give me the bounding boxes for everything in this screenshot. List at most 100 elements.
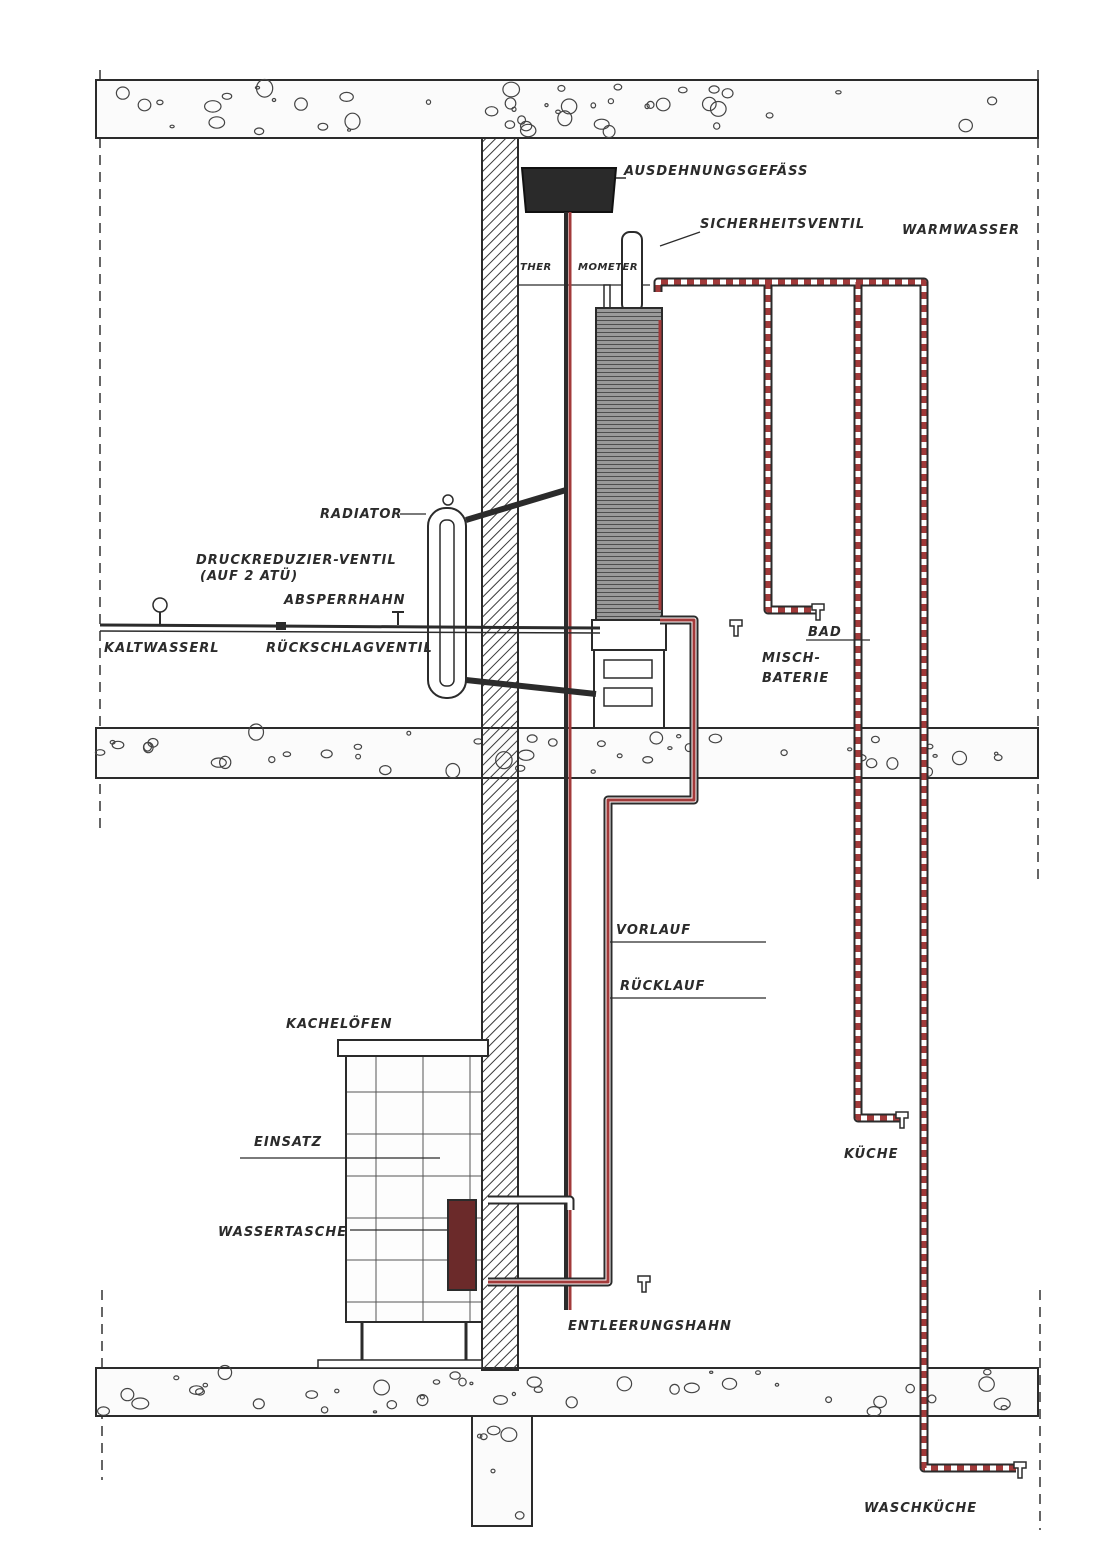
aggregate-pebble: [993, 754, 1003, 762]
aggregate-pebble: [419, 1394, 425, 1400]
aggregate-pebble: [353, 743, 363, 750]
aggregate-pebble: [504, 120, 516, 129]
aggregate-pebble: [137, 98, 152, 112]
label-kueche: KÜCHE: [844, 1146, 898, 1162]
warmwasser-pipes: [653, 277, 1016, 1473]
aggregate-pebble: [469, 1381, 474, 1386]
aggregate-pebble: [616, 1376, 633, 1392]
labels: AUSDEHNUNGSGEFÄSS SICHERHEITSVENTIL WARM…: [104, 163, 1019, 1516]
aggregate-pebble: [449, 1371, 461, 1380]
aggregate-pebble: [649, 731, 664, 745]
aggregate-pebble: [268, 755, 276, 764]
faucet-icons: [637, 603, 1027, 1479]
aggregate-pebble: [221, 92, 233, 100]
aggregate-pebble: [406, 730, 412, 736]
aggregate-pebble: [111, 740, 125, 750]
aggregate-pebble: [835, 90, 842, 95]
aggregate-pebble: [602, 124, 616, 139]
label-druckreduzier-2: (AUF 2 ATÜ): [200, 568, 298, 584]
expansion-riser: [564, 212, 572, 1310]
aggregate-pebble: [514, 1511, 525, 1520]
aggregate-pebble: [708, 733, 723, 744]
leader-lines: [240, 231, 870, 1231]
aggregate-pebble: [317, 122, 329, 131]
aggregate-pebble: [847, 747, 853, 752]
aggregate-pebble: [320, 1406, 329, 1414]
aggregate-pebble: [386, 1399, 398, 1410]
ceiling-slab-top: [95, 79, 1039, 139]
label-druckreduzier-1: DRUCKREDUZIER-VENTIL: [196, 553, 397, 568]
aggregate-pebble: [169, 124, 175, 129]
aggregate-pebble: [547, 738, 558, 747]
aggregate-pebble: [156, 99, 164, 106]
aggregate-pebble: [208, 116, 226, 129]
aggregate-pebble: [676, 734, 682, 739]
aggregate-pebble: [202, 1382, 209, 1388]
aggregate-pebble: [644, 103, 650, 110]
label-thermometer-a: THER: [520, 262, 552, 273]
aggregate-pebble: [195, 1388, 206, 1396]
aggregate-pebble: [958, 118, 973, 133]
aggregate-pebble: [754, 1370, 761, 1375]
aggregate-pebble: [517, 115, 527, 125]
aggregate-pebble: [533, 1386, 544, 1393]
aggregate-pebble: [701, 96, 717, 112]
aggregate-pebble: [866, 1405, 882, 1417]
label-absperrhahn: ABSPERRHAHN: [283, 593, 405, 608]
heating-loop: [488, 615, 699, 1287]
aggregate-pebble: [502, 81, 521, 98]
aggregate-pebble: [432, 1379, 441, 1385]
aggregate-pebble: [982, 1368, 992, 1376]
aggregate-pebble: [642, 755, 654, 764]
label-ruecklauf: RÜCKLAUF: [620, 978, 705, 994]
aggregate-pebble: [590, 769, 596, 774]
aggregate-pebble: [709, 1370, 714, 1375]
aggregate-pebble: [416, 1393, 429, 1407]
aggregate-pebble: [780, 749, 788, 757]
aggregate-pebble: [344, 112, 361, 131]
aggregate-pebble: [565, 1396, 578, 1409]
aggregate-pebble: [476, 1433, 483, 1439]
label-entleerungshahn: ENTLEERUNGSHAHN: [568, 1319, 732, 1334]
aggregate-pebble: [320, 749, 333, 759]
aggregate-pebble: [519, 123, 537, 138]
aggregate-pebble: [616, 753, 623, 759]
label-einsatz: EINSATZ: [254, 1135, 322, 1150]
aggregate-pebble: [334, 1388, 340, 1394]
slab-aggregate: [94, 78, 1011, 1520]
aggregate-pebble: [254, 85, 261, 90]
aggregate-pebble: [607, 98, 615, 105]
aggregate-pebble: [1000, 1404, 1008, 1411]
aggregate-pebble: [526, 1376, 542, 1388]
aggregate-pebble: [560, 98, 578, 115]
aggregate-pebble: [355, 753, 362, 760]
aggregate-pebble: [458, 1377, 467, 1387]
aggregate-pebble: [765, 112, 774, 119]
aggregate-pebble: [294, 97, 308, 111]
label-bad: BAD: [808, 625, 842, 640]
aggregate-pebble: [217, 1364, 233, 1381]
aggregate-pebble: [500, 1427, 518, 1442]
aggregate-pebble: [248, 723, 265, 741]
aggregate-pebble: [252, 1398, 265, 1410]
aggregate-pebble: [131, 1397, 150, 1410]
aggregate-pebble: [873, 1395, 887, 1409]
label-wassertasche: WASSERTASCHE: [218, 1225, 347, 1240]
aggregate-pebble: [504, 97, 517, 110]
aggregate-pebble: [774, 1382, 780, 1387]
aggregate-pebble: [445, 762, 461, 779]
aggregate-pebble: [596, 740, 606, 748]
aggregate-pebble: [613, 83, 623, 91]
aggregate-pebble: [378, 764, 392, 776]
aggregate-pebble: [253, 127, 265, 136]
label-sicherheitsventil: SICHERHEITSVENTIL: [700, 217, 865, 232]
label-ausdehnungsgefaess: AUSDEHNUNGSGEFÄSS: [623, 163, 808, 179]
aggregate-pebble: [667, 746, 673, 751]
aggregate-pebble: [683, 1382, 700, 1394]
aggregate-pebble: [484, 106, 499, 117]
label-waschkueche: WASCHKÜCHE: [864, 1500, 977, 1516]
aggregate-pebble: [655, 97, 671, 112]
cold-water-line: [99, 597, 601, 634]
aggregate-pebble: [147, 737, 159, 748]
